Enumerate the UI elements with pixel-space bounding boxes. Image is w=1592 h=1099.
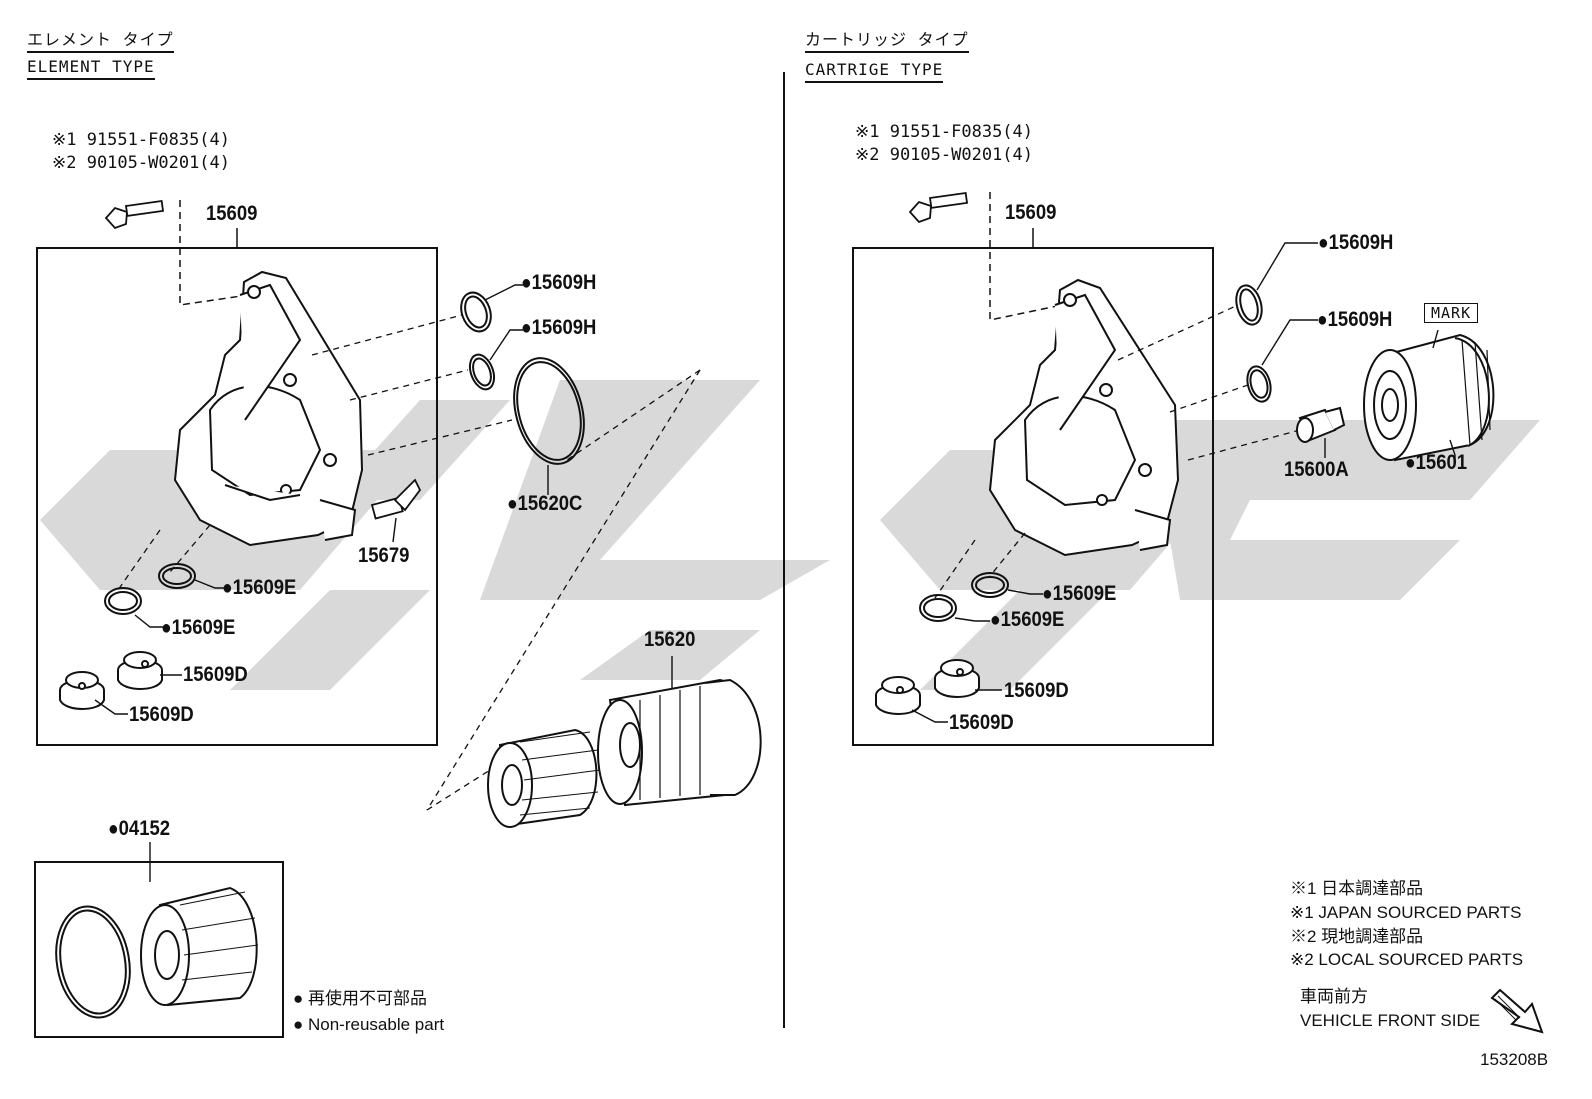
right-label-15609d-b: 15609D <box>949 711 1014 734</box>
left-bolt-note-1: ※1 91551-F0835(4) <box>52 130 231 150</box>
right-title-en: CARTRIGE TYPE <box>805 60 944 83</box>
left-title-en: ELEMENT TYPE <box>27 57 155 80</box>
right-label-15609: 15609 <box>1005 201 1057 224</box>
left-plugs <box>59 651 163 710</box>
figure-code: 153208B <box>1480 1050 1549 1069</box>
right-union-bolt <box>1296 406 1346 443</box>
vehicle-front-en: VEHICLE FRONT SIDE <box>1300 1011 1481 1030</box>
right-label-15609e-b: ●15609E <box>990 608 1065 631</box>
left-label-04152: ●04152 <box>108 817 171 840</box>
right-bolt-note-2: ※2 90105-W0201(4) <box>855 145 1034 165</box>
left-clip-drawing <box>370 478 422 520</box>
right-label-15609h-b: ●15609H <box>1317 308 1393 331</box>
left-filter-cap <box>597 678 762 807</box>
left-label-15620: 15620 <box>644 628 696 651</box>
right-label-15609h-a: ●15609H <box>1318 231 1394 254</box>
left-label-15679: 15679 <box>358 544 410 567</box>
left-label-15609d-b: 15609D <box>129 703 194 726</box>
right-o-rings <box>919 284 1272 622</box>
legend-note1-jp: ※1 日本調達部品 <box>1290 879 1424 898</box>
left-label-15609: 15609 <box>206 202 258 225</box>
left-label-15609e-b: ●15609E <box>161 616 236 639</box>
left-oil-filter-housing <box>173 270 364 547</box>
right-label-15600a: 15600A <box>1284 458 1349 481</box>
left-label-15609e-a: ●15609E <box>222 576 297 599</box>
right-leader-dashes <box>934 304 1301 599</box>
left-label-15620c: ●15620C <box>507 492 583 515</box>
left-bolt-note-2: ※2 90105-W0201(4) <box>52 153 231 173</box>
right-oil-filter-drawing <box>1363 333 1495 462</box>
vehicle-front-jp: 車両前方 <box>1300 987 1368 1006</box>
right-leader-lines <box>911 242 1456 723</box>
left-filter-element <box>487 728 601 828</box>
legend-note2-jp: ※2 現地調達部品 <box>1290 927 1424 946</box>
left-bolt-drawing <box>104 199 165 230</box>
right-title-jp: カートリッジ タイプ <box>805 30 969 53</box>
left-o-rings <box>104 291 585 615</box>
kit-contents <box>55 886 259 1019</box>
vehicle-front-arrow-icon <box>1490 988 1544 1034</box>
left-title-jp: エレメント タイプ <box>27 30 174 53</box>
right-label-15609e-a: ●15609E <box>1042 582 1117 605</box>
legend-nonreusable-en: ● Non-reusable part <box>293 1015 445 1034</box>
right-bolt-drawing <box>908 191 969 224</box>
kit-box <box>34 861 284 1038</box>
right-mark-label: MARK <box>1424 303 1479 323</box>
right-plugs <box>875 659 980 715</box>
left-label-15609h-b: ●15609H <box>521 316 597 339</box>
legend-nonreusable-jp: ● 再使用不可部品 <box>293 989 427 1008</box>
left-leader-dashes <box>117 314 701 811</box>
right-label-15601: ●15601 <box>1405 451 1468 474</box>
right-bolt-note-1: ※1 91551-F0835(4) <box>855 122 1034 142</box>
legend-note2-en: ※2 LOCAL SOURCED PARTS <box>1290 950 1524 969</box>
left-label-15609d-a: 15609D <box>183 663 248 686</box>
right-oil-filter-housing <box>988 278 1180 557</box>
right-label-15609d-a: 15609D <box>1004 679 1069 702</box>
legend-note1-en: ※1 JAPAN SOURCED PARTS <box>1290 903 1522 922</box>
left-label-15609h-a: ●15609H <box>521 271 597 294</box>
